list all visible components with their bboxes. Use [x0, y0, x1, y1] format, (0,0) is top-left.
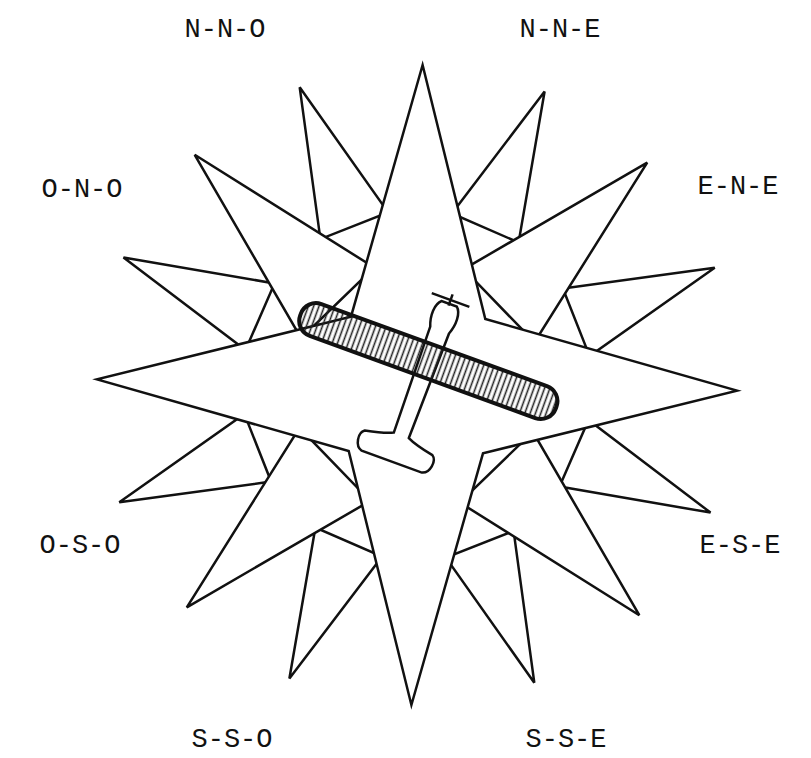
star-point	[124, 257, 275, 350]
star-point	[563, 268, 715, 356]
star-point	[452, 92, 545, 243]
direction-label: S-S-E	[525, 725, 606, 755]
direction-label: E-S-E	[699, 531, 780, 561]
star-point	[560, 420, 711, 513]
cardinal-star	[97, 65, 737, 705]
direction-label: N-N-O	[184, 15, 265, 45]
direction-label: E-N-E	[697, 172, 778, 202]
direction-label: N-N-E	[519, 15, 600, 45]
star-point	[446, 531, 534, 683]
direction-label: O-N-O	[41, 175, 122, 205]
airplane	[264, 248, 580, 508]
wing	[295, 299, 562, 424]
propeller-hub	[449, 294, 453, 305]
star-point	[195, 155, 375, 338]
star-point	[460, 432, 640, 615]
star-point	[289, 528, 382, 679]
star-point	[119, 414, 271, 502]
propeller	[432, 293, 470, 307]
star-points	[97, 65, 737, 705]
star-point	[464, 163, 647, 343]
direction-label: O-S-O	[39, 531, 120, 561]
direction-label: S-S-O	[191, 725, 272, 755]
star-point	[300, 87, 388, 239]
star-point	[187, 428, 370, 608]
